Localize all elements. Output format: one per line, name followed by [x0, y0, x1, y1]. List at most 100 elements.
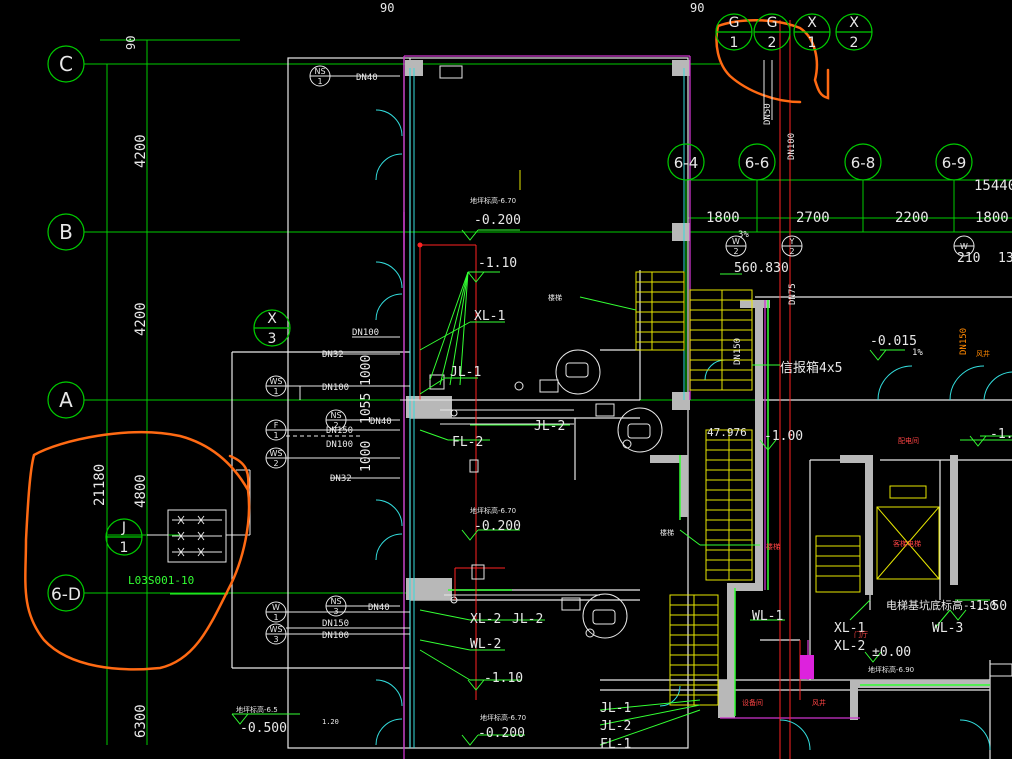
elevator: [876, 485, 940, 580]
svg-text:DN75: DN75: [788, 283, 798, 305]
grid-g2-top: G: [767, 15, 778, 31]
grid-x1-top: X: [807, 15, 817, 31]
svg-text:DN150: DN150: [322, 619, 349, 629]
svg-text:DN100: DN100: [352, 328, 379, 338]
svg-text:-0.200: -0.200: [474, 519, 521, 534]
grid-labels: C B A 6-D J 1 X 3 6-4 6-6 6-8 6-9 G 1 G …: [51, 15, 966, 605]
svg-text:-0.200: -0.200: [478, 726, 525, 741]
svg-text:±0.00: ±0.00: [872, 645, 911, 660]
svg-text:WS: WS: [270, 625, 283, 634]
dim-90-b: 90: [690, 1, 704, 15]
grid-6-9: 6-9: [942, 154, 967, 172]
dim-4200-mid: 4200: [133, 302, 149, 336]
svg-text:XL-2: XL-2: [834, 639, 865, 654]
svg-text:1%: 1%: [912, 348, 923, 358]
red-pipes: [419, 20, 801, 759]
svg-text:DN150: DN150: [733, 338, 743, 365]
svg-text:W: W: [272, 603, 280, 612]
svg-text:1: 1: [273, 431, 278, 440]
grid-g2-bot: 2: [768, 35, 777, 51]
tiny-notes: 地坪标高-6.70 地坪标高-6.70 地坪标高-6.70 地坪标高-6.90 …: [236, 196, 990, 722]
grid-g1-bot: 1: [730, 35, 739, 51]
grid-x3: 3: [268, 331, 277, 347]
svg-text:DN100: DN100: [326, 440, 353, 450]
fixtures: [429, 65, 663, 639]
dim-210: 210: [957, 251, 980, 266]
svg-text:NS: NS: [330, 411, 341, 420]
svg-text:DN100: DN100: [322, 631, 349, 641]
svg-text:JL-2: JL-2: [600, 719, 631, 734]
svg-text:DN40: DN40: [356, 73, 378, 83]
dashed-pipe: [286, 429, 360, 437]
svg-text:3: 3: [333, 607, 338, 616]
grid-b: B: [59, 220, 73, 244]
svg-text:FL-2: FL-2: [452, 435, 483, 450]
svg-text:JL-2: JL-2: [534, 419, 565, 434]
svg-text:-0.500: -0.500: [240, 721, 287, 736]
svg-text:WL-3: WL-3: [932, 621, 963, 636]
svg-text:1.20: 1.20: [322, 718, 339, 726]
grid-6-6: 6-6: [745, 154, 770, 172]
svg-text:风井: 风井: [812, 698, 826, 707]
svg-text:配电间: 配电间: [898, 436, 919, 445]
svg-text:门厅: 门厅: [854, 630, 868, 639]
green-edges: [448, 300, 990, 716]
riser-labels: XL-1 JL-1 JL-2 FL-2 XL-2 JL-2 WL-2 JL-1 …: [128, 230, 996, 752]
svg-text:DN150: DN150: [326, 426, 353, 436]
dim-1000-b: 1000: [359, 441, 374, 472]
dim-21180: 21180: [92, 464, 108, 506]
svg-text:地坪标高-6.70: 地坪标高-6.70: [480, 713, 526, 722]
svg-text:L03S001-10: L03S001-10: [128, 574, 194, 587]
svg-text:Y: Y: [789, 237, 795, 246]
svg-text:XL-2: XL-2: [470, 612, 501, 627]
stairs: [519, 170, 861, 706]
svg-text:信报箱4x5: 信报箱4x5: [780, 360, 842, 376]
pipe-tag-labels: NS1 WS1 F1 NS2 WS2 W1 NS3 WS3 W2 Y2 W: [270, 67, 969, 644]
grid-6d: 6-D: [51, 585, 81, 605]
svg-text:楼梯: 楼梯: [548, 293, 562, 302]
grid-x1-bot: 1: [808, 35, 817, 51]
svg-text:560.830: 560.830: [734, 261, 789, 276]
dim-4200-top: 4200: [133, 134, 149, 168]
svg-text:JL-1: JL-1: [450, 365, 481, 380]
dim-4800: 4800: [133, 474, 149, 508]
dimension-labels: 90 90 90 4200 4200 4800 21180 6300 15440…: [92, 1, 1012, 738]
svg-text:2: 2: [789, 247, 794, 256]
elevation-labels: -0.200 -1.10 -0.200 -1.10 -0.200 -0.500 …: [240, 213, 1012, 741]
svg-text:2: 2: [333, 421, 338, 430]
cyan-doors: [375, 68, 1012, 751]
svg-text:地坪标高-6.70: 地坪标高-6.70: [470, 196, 516, 205]
svg-text:-1.10: -1.10: [478, 256, 517, 271]
svg-text:DN32: DN32: [330, 474, 352, 484]
pipe-runs: [286, 75, 600, 635]
red-marks: [417, 242, 1012, 679]
valve-assembly: [147, 469, 251, 563]
grid-g1-top: G: [729, 15, 740, 31]
elevation-triangles: [231, 229, 987, 746]
svg-text:1: 1: [273, 387, 278, 396]
svg-text:客梯电梯: 客梯电梯: [893, 539, 921, 548]
grid-x2-top: X: [849, 15, 859, 31]
dim-1055: 1055: [359, 393, 374, 424]
dim-2700: 2700: [796, 210, 830, 226]
svg-text:楼梯: 楼梯: [660, 528, 674, 537]
svg-text:FL-1: FL-1: [600, 737, 631, 752]
svg-text:电梯基坑底标高-1.50: 电梯基坑底标高-1.50: [886, 598, 996, 612]
svg-text:WS: WS: [270, 377, 283, 386]
dim-15440: 15440: [974, 178, 1012, 194]
svg-text:3: 3: [273, 635, 278, 644]
structural-walls: [405, 60, 990, 720]
svg-text:DN150: DN150: [959, 328, 969, 355]
grid-j: J: [121, 520, 126, 536]
svg-text:WL-2: WL-2: [470, 637, 501, 652]
grid-c: C: [59, 52, 73, 76]
grid-bubbles: [47, 13, 973, 612]
svg-text:-1.0: -1.0: [990, 427, 1012, 442]
svg-text:-1.50: -1.50: [968, 599, 1007, 614]
svg-text:风井: 风井: [976, 349, 990, 358]
leader-lines: [170, 229, 1012, 746]
dim-1000-a: 1000: [359, 355, 374, 386]
svg-text:-0.200: -0.200: [474, 213, 521, 228]
svg-text:-1.10: -1.10: [484, 671, 523, 686]
